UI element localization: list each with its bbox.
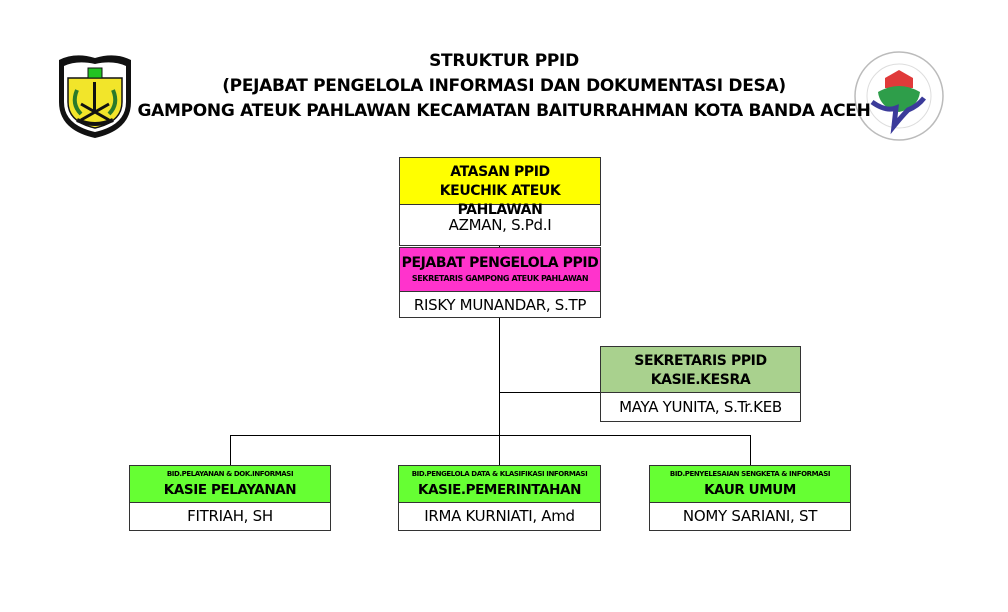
node-person-name: FITRIAH, SH — [187, 507, 273, 525]
connector-line — [230, 435, 750, 436]
node-kasie-pemerintahan: BID.PENGELOLA DATA & KLASIFIKASI INFORMA… — [398, 465, 601, 531]
node-pejabat-pengelola-ppid: PEJABAT PENGELOLA PPID SEKRETARIS GAMPON… — [399, 247, 601, 318]
banda-aceh-emblem-logo — [59, 55, 131, 138]
node-person-name: IRMA KURNIATI, Amd — [424, 507, 575, 525]
kemendesa-logo — [854, 51, 944, 141]
node-position: SEKRETARIS GAMPONG ATEUK PAHLAWAN — [411, 274, 589, 283]
node-role: PEJABAT PENGELOLA PPID — [401, 255, 599, 271]
connector-line — [750, 435, 751, 465]
title-line-1: STRUKTUR PPID — [429, 51, 579, 71]
node-kaur-umum: BID.PENYELESAIAN SENGKETA & INFORMASI KA… — [649, 465, 851, 531]
node-position: KASIE.KESRA — [650, 372, 751, 388]
node-position: KASIE.PEMERINTAHAN — [418, 482, 581, 498]
node-field: BID.PENGELOLA DATA & KLASIFIKASI INFORMA… — [411, 470, 588, 478]
connector-line — [230, 435, 231, 465]
connector-line — [499, 244, 500, 248]
connector-line — [499, 316, 500, 465]
title-line-3: GAMPONG ATEUK PAHLAWAN KECAMATAN BAITURR… — [137, 101, 871, 121]
node-person-name: RISKY MUNANDAR, S.TP — [413, 296, 587, 314]
node-person-name: AZMAN, S.Pd.I — [448, 216, 552, 234]
node-atasan-ppid: ATASAN PPID KEUCHIK ATEUK PAHLAWAN AZMAN… — [399, 157, 601, 246]
node-field: BID.PENYELESAIAN SENGKETA & INFORMASI — [669, 470, 831, 478]
node-field: BID.PELAYANAN & DOK.INFORMASI — [166, 470, 294, 478]
node-role: ATASAN PPID — [450, 164, 550, 180]
node-position: KAUR UMUM — [704, 482, 796, 498]
node-position: KASIE PELAYANAN — [163, 482, 297, 498]
title-line-2: (PEJABAT PENGELOLA INFORMASI DAN DOKUMEN… — [222, 76, 786, 96]
node-sekretaris-ppid: SEKRETARIS PPID KASIE.KESRA MAYA YUNITA,… — [600, 346, 801, 422]
node-person-name: MAYA YUNITA, S.Tr.KEB — [619, 398, 782, 416]
node-kasie-pelayanan: BID.PELAYANAN & DOK.INFORMASI KASIE PELA… — [129, 465, 331, 531]
node-position: KEUCHIK ATEUK PAHLAWAN — [439, 183, 561, 218]
node-person-name: NOMY SARIANI, ST — [682, 507, 818, 525]
node-role: SEKRETARIS PPID — [634, 353, 767, 369]
connector-line — [499, 392, 600, 393]
